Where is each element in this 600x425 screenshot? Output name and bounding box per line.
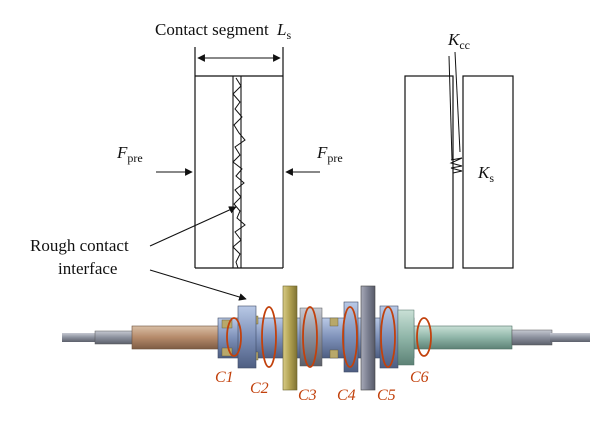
disk-gold [282,285,298,391]
contact-label-c2: C2 [250,380,269,397]
spring-model-block: Kcc Ks [404,30,514,269]
pointer-to-assembly [149,269,247,301]
contact-label-c1: C1 [215,369,234,386]
contact-ring-c5 [380,306,396,368]
right-shaft-neck [511,329,553,346]
contact-label-c3: C3 [298,387,317,404]
contact-segment-block: Contact segment Ls Fpre Fpre Rough conta… [30,20,343,301]
left-shaft-body [131,325,221,350]
left-shaft-neck [94,330,138,345]
flange-right-outer [397,309,415,366]
right-shaft-tip [550,333,590,342]
rough-interface-label-1: Rough contact [30,236,129,255]
contact-segment-label: Contact segment Ls [155,20,292,42]
rough-profile [232,77,246,269]
spring-block-right [462,75,514,269]
pointer-to-interface [149,206,237,247]
kcc-leader-2 [448,55,453,161]
contact-label-c6: C6 [410,369,429,386]
fpre-right-label: Fpre [316,143,343,165]
contact-label-c4: C4 [337,387,356,404]
fpre-left-label: Fpre [116,143,143,165]
contact-ring-c6 [416,317,432,357]
rotor-assembly: C1 C2 C3 C4 C5 C6 [62,285,590,404]
contact-ring-c3 [302,306,318,368]
contact-rings [226,306,432,368]
flange-mid [343,301,359,373]
rough-interface-label-2: interface [58,259,117,278]
contact-label-c5: C5 [377,387,396,404]
spring-icon [449,157,463,174]
contact-ring-c4 [342,306,358,368]
ks-label: Ks [477,163,494,185]
spring-block-left [404,75,454,269]
kcc-label: Kcc [447,30,470,52]
contact-ring-c2 [261,306,277,368]
contact-ring-c1 [226,317,242,357]
kcc-leader-1 [454,51,461,153]
right-shaft-body [411,325,513,350]
disk-steel [360,285,376,391]
flange-left [237,305,257,369]
